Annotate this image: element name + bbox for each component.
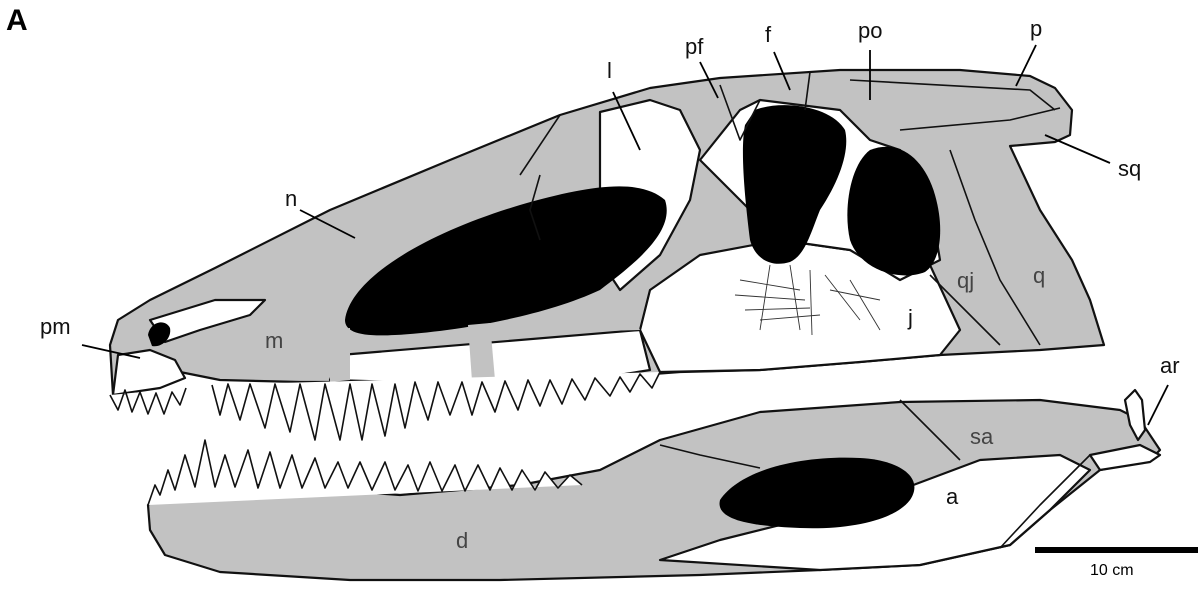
upper-teeth [110,372,660,440]
scale-bar [1035,547,1198,553]
label-jugal: j [908,307,913,329]
label-prefrontal: pf [685,36,703,58]
label-articular: ar [1160,355,1180,377]
label-quadratojugal: qj [957,270,974,292]
label-nasal: n [285,188,297,210]
label-dentary: d [456,530,468,552]
scale-bar-label: 10 cm [1090,562,1134,580]
label-squamosal: sq [1118,158,1141,180]
maxilla-band-1 [330,328,350,382]
label-maxilla: m [265,330,283,352]
label-premaxilla: pm [40,316,71,338]
panel-letter: A [6,4,28,38]
label-angular: a [946,486,958,508]
label-quadrate: q [1033,265,1045,287]
label-frontal: f [765,24,771,46]
label-parietal: p [1030,18,1042,40]
label-surangular: sa [970,426,993,448]
label-postorbital: po [858,20,882,42]
label-lacrimal: l [607,60,612,82]
